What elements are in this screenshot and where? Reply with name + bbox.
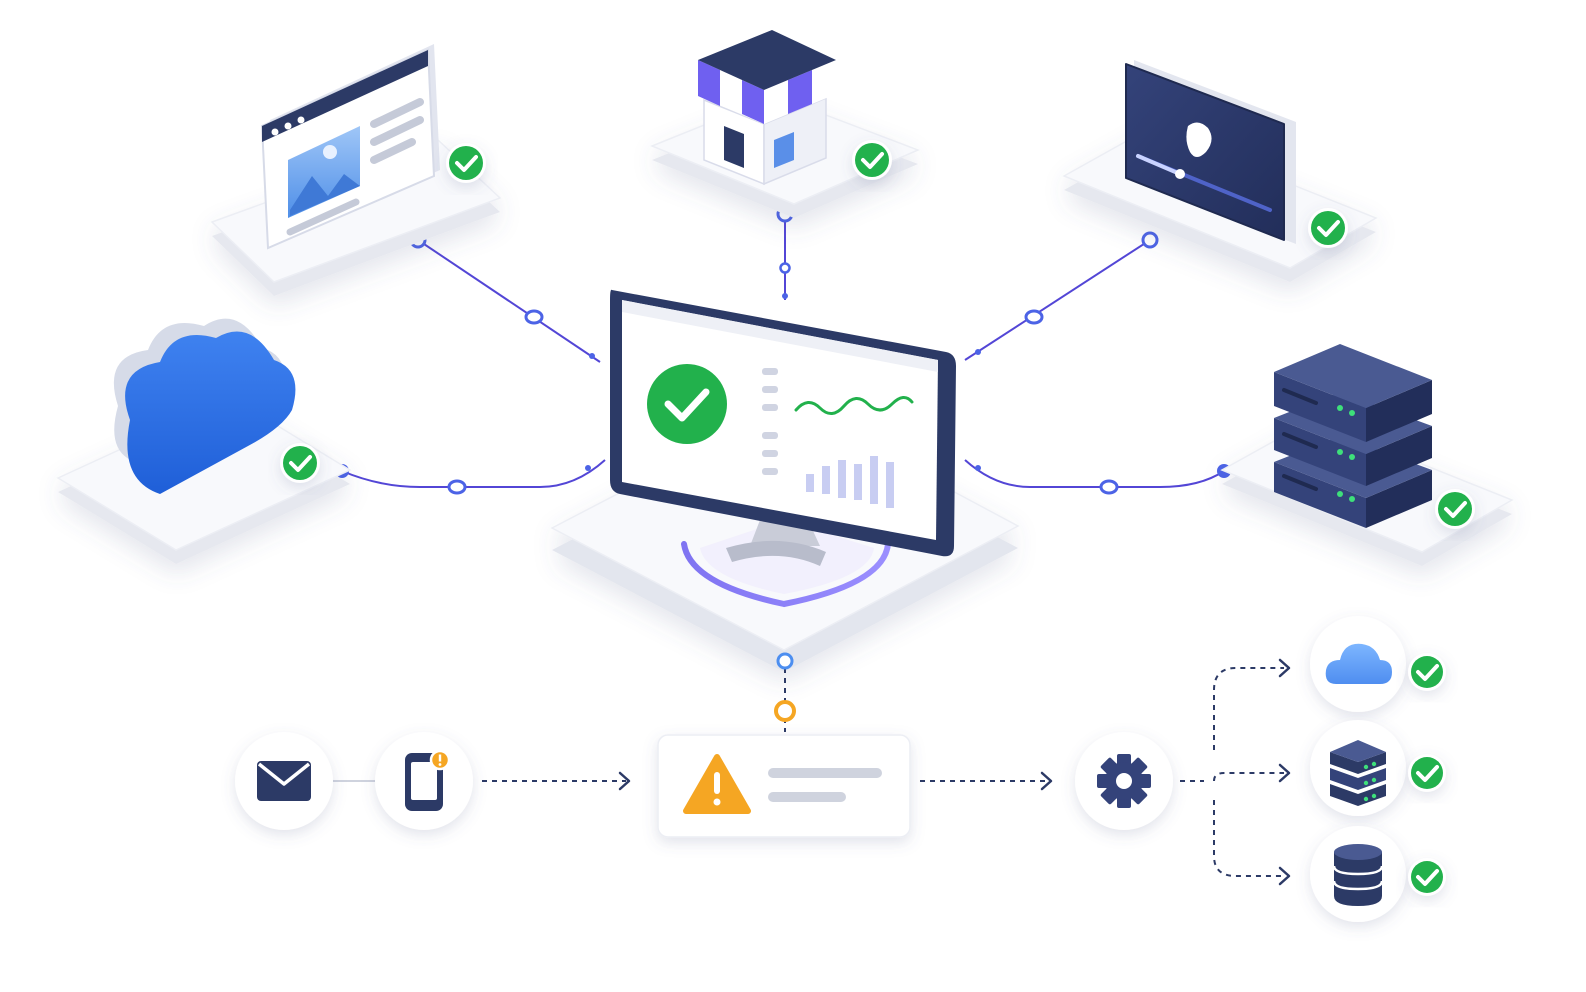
target-cloud-node [1310,616,1406,712]
connector-server-stack [964,459,1231,495]
web-page-icon [260,44,440,250]
target-server-node [1310,720,1406,816]
server-stack-icon [1330,740,1386,806]
connector-web-page [409,231,601,363]
mobile-node [375,732,473,830]
connector-storefront [776,205,794,300]
connector-video-player [964,231,1159,361]
cloud-icon [1325,643,1392,684]
storefront-status-check-icon [852,140,892,180]
video-player-status-check-icon [1308,208,1348,248]
warning-triangle-icon [683,754,751,814]
pipeline-link-alert-processor [920,771,1053,791]
storefront-icon [698,30,836,186]
mobile-notification-icon [405,749,451,811]
alert-card [657,734,911,838]
connector-center-alert [774,652,796,732]
email-node [235,732,333,830]
database-icon [1332,844,1384,906]
cloud-status-check-icon [280,443,320,483]
gear-icon [1097,754,1151,808]
monitor-dashboard-icon [610,289,956,566]
web-page-status-check-icon [446,143,486,183]
server-stack-icon [1274,344,1432,528]
envelope-icon [257,761,311,801]
video-player-icon [1125,60,1296,244]
processor-node [1075,732,1173,830]
target-database-node [1310,826,1406,922]
pipeline-branches [1180,658,1291,886]
target-cloud-status-check-icon [1408,653,1446,691]
pipeline-link-mobile-alert [482,771,631,791]
target-database-status-check-icon [1408,858,1446,896]
connector-cloud [335,459,606,495]
cloud-icon [113,318,296,494]
monitor-glow-base [681,520,891,608]
target-server-status-check-icon [1408,754,1446,792]
server-stack-status-check-icon [1435,489,1475,529]
